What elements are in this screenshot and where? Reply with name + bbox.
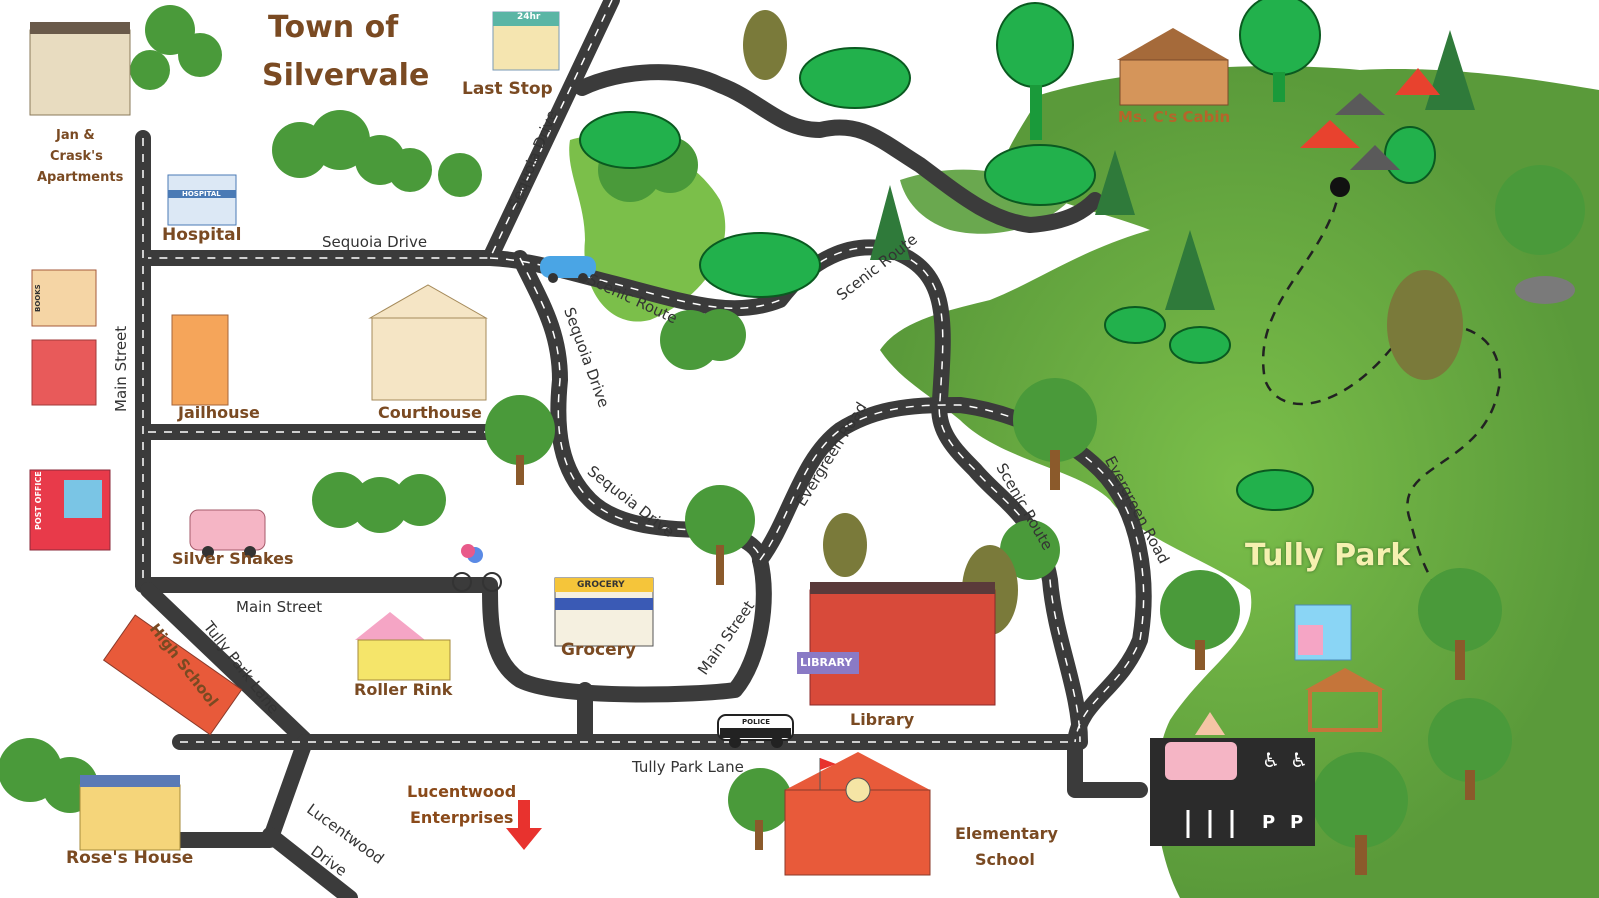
- parking-road: [1067, 734, 1148, 798]
- roller-rink-building: [355, 612, 451, 681]
- grocery-building: [554, 577, 654, 647]
- park-name[interactable]: Tully Park: [1245, 538, 1411, 573]
- post-office-building: [29, 469, 111, 551]
- cabin-building: [1117, 28, 1229, 106]
- rose-house-building: [79, 775, 181, 851]
- cave-rock: [1515, 276, 1575, 304]
- courthouse-building: [368, 284, 488, 401]
- shake-truck: [189, 509, 266, 558]
- label-ms-c-cabin[interactable]: Ms. C's Cabin: [1118, 108, 1231, 126]
- sign-library: LIBRARY: [800, 656, 853, 669]
- top-scenic-road: [574, 64, 1103, 233]
- label-last-stop[interactable]: Last Stop: [462, 79, 553, 99]
- buildings: [29, 11, 1575, 876]
- blue-car: [540, 256, 596, 283]
- label-apartments-2[interactable]: Crask's: [50, 149, 103, 164]
- label-roller-rink[interactable]: Roller Rink: [354, 680, 453, 699]
- sign-grocery: GROCERY: [577, 580, 625, 590]
- road-label-sequoia-1: Sequoia Drive: [322, 233, 428, 251]
- label-courthouse[interactable]: Courthouse: [378, 403, 482, 422]
- label-elementary-2[interactable]: School: [975, 850, 1035, 869]
- last-stop-building: [492, 11, 560, 71]
- sign-24hr: 24hr: [517, 12, 541, 22]
- road-label-main-1: Main Street: [112, 325, 130, 412]
- hospital-building: [167, 174, 237, 226]
- high-school-building: [102, 614, 243, 736]
- label-library[interactable]: Library: [850, 710, 915, 729]
- police-car: [717, 714, 794, 748]
- gazebo: [1305, 668, 1385, 732]
- sign-post-office: POST OFFICE: [34, 471, 43, 530]
- parking-icon: P: [1262, 812, 1276, 833]
- label-silver-shakes[interactable]: Silver Shakes: [172, 549, 294, 568]
- map-title-line2: Silvervale: [262, 58, 430, 93]
- label-roses-house[interactable]: Rose's House: [66, 848, 194, 868]
- road-label-main-2: Main Street: [236, 598, 323, 616]
- park-kiosk: [1294, 604, 1352, 661]
- tents: [1300, 68, 1440, 170]
- sign-hospital: HOSPITAL: [182, 190, 221, 198]
- down-arrow-icon: [506, 800, 542, 850]
- label-jailhouse[interactable]: Jailhouse: [178, 403, 260, 422]
- wheelchair-icon: ♿: [1290, 748, 1308, 772]
- wheelchair-icon: ♿: [1262, 748, 1280, 772]
- bicycle: [452, 544, 502, 592]
- label-elementary-1[interactable]: Elementary: [955, 824, 1058, 843]
- sign-books: BOOKS: [34, 284, 42, 312]
- books-building: [31, 269, 97, 327]
- cafe-building: [31, 339, 97, 406]
- label-grocery[interactable]: Grocery: [561, 640, 637, 660]
- sign-police: POLICE: [742, 718, 771, 726]
- map-title-line1: Town of: [268, 10, 399, 45]
- label-hospital[interactable]: Hospital: [162, 225, 242, 245]
- road-label-tully-2: Tully Park Lane: [632, 758, 744, 776]
- parking-icon: P: [1290, 812, 1304, 833]
- label-apartments-1[interactable]: Jan &: [56, 128, 95, 143]
- library-building: [797, 582, 996, 706]
- trees: [0, 0, 1585, 875]
- label-lucentwood-2[interactable]: Enterprises: [410, 808, 514, 827]
- label-apartments-3[interactable]: Apartments: [37, 170, 124, 185]
- parking-lot: [1150, 712, 1315, 846]
- apartments-building: [29, 22, 131, 116]
- jailhouse-building: [171, 314, 229, 406]
- label-lucentwood-1[interactable]: Lucentwood: [407, 782, 517, 801]
- elementary-school-building: [784, 752, 931, 876]
